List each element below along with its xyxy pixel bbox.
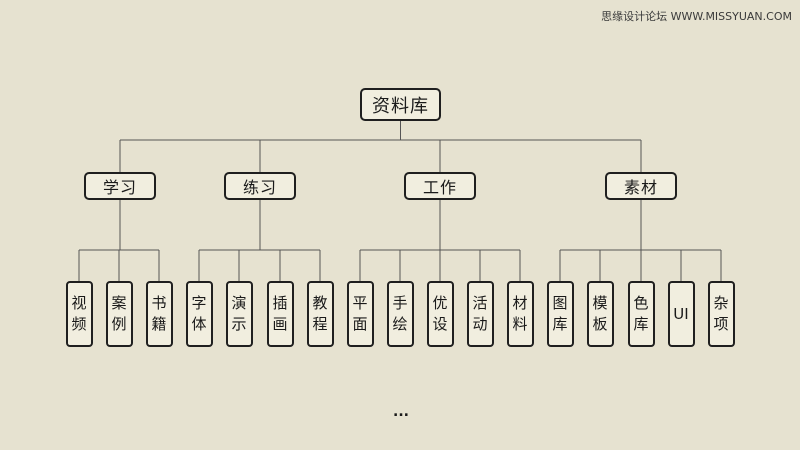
leaf-node: 视 频 [65,281,93,347]
leaf-node: 手 绘 [386,281,414,347]
leaf-label: 优 设 [432,294,448,333]
leaf-label: 演 示 [231,294,247,333]
leaf-node: 色 库 [627,281,655,347]
leaf-label: 案 例 [111,294,127,333]
leaf-node: UI [667,281,695,347]
category-node: 工作 [404,172,476,200]
leaf-node: 书 籍 [145,281,173,347]
leaf-node: 杂 项 [707,281,735,347]
leaf-node: 图 库 [546,281,574,347]
root-node: 资料库 [360,88,441,121]
leaf-node: 字 体 [185,281,213,347]
leaf-node: 模 板 [586,281,614,347]
leaf-label: 材 料 [512,294,528,333]
leaf-node: 案 例 [105,281,133,347]
leaf-node: 插 画 [266,281,294,347]
watermark: 思缘设计论坛 WWW.MISSYUAN.COM [601,10,792,23]
leaf-label: 平 面 [352,294,368,333]
leaf-label: 视 频 [71,294,87,333]
leaf-label: 教 程 [312,294,328,333]
more-ellipsis: ... [393,404,409,420]
leaf-node: 演 示 [225,281,253,347]
leaf-node: 材 料 [506,281,534,347]
leaf-node: 平 面 [346,281,374,347]
leaf-node: 教 程 [306,281,334,347]
leaf-label: 活 动 [472,294,488,333]
leaf-node: 优 设 [426,281,454,347]
leaf-label: 手 绘 [392,294,408,333]
leaf-label: 插 画 [272,294,288,333]
leaf-label: 字 体 [191,294,207,333]
leaf-label: 书 籍 [151,294,167,333]
category-node: 素材 [605,172,677,200]
category-node: 学习 [84,172,156,200]
leaf-label: 模 板 [592,294,608,333]
leaf-label: 色 库 [633,294,649,333]
leaf-label: 图 库 [552,294,568,333]
leaf-node: 活 动 [466,281,494,347]
leaf-label: 杂 项 [713,294,729,333]
category-node: 练习 [224,172,296,200]
leaf-label: UI [673,304,689,323]
